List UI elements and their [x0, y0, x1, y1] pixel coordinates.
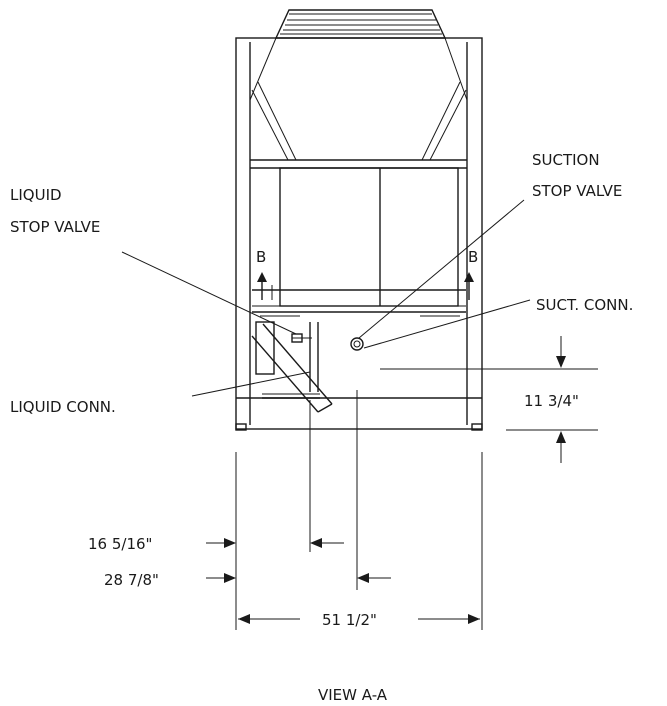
liquid-stop-valve-label-2: STOP VALVE	[10, 218, 100, 236]
compressor-block	[252, 167, 466, 317]
liquid-stop-valve-label-1: LIQUID	[10, 186, 62, 204]
dimension-height: 11 3/4"	[380, 336, 598, 463]
section-marker-left: B	[256, 248, 267, 300]
dimension-height-text: 11 3/4"	[524, 392, 579, 410]
dimension-overall-width: 51 1/2"	[238, 611, 480, 629]
dimension-liquid-offset: 16 5/16"	[88, 430, 344, 553]
liquid-conn-label: LIQUID CONN.	[10, 398, 116, 416]
suction-connection-icon	[350, 337, 364, 351]
dimension-suction-offset-text: 28 7/8"	[104, 571, 159, 589]
section-letter-right: B	[468, 248, 478, 266]
view-title: VIEW A-A	[318, 686, 388, 704]
suction-stop-valve-label-2: STOP VALVE	[532, 182, 622, 200]
suct-conn-label: SUCT. CONN.	[536, 296, 633, 314]
fan-guard	[274, 9, 447, 39]
piping	[251, 321, 364, 430]
dimension-overall-width-text: 51 1/2"	[322, 611, 377, 629]
dimension-baseline	[235, 452, 483, 630]
section-marker-right: B	[464, 248, 478, 300]
cabinet-frame	[235, 37, 483, 431]
suction-stop-valve-label-1: SUCTION	[532, 151, 600, 169]
dimension-liquid-offset-text: 16 5/16"	[88, 535, 152, 553]
dimension-suction-offset: 28 7/8"	[104, 430, 391, 590]
leader-lines	[121, 199, 531, 397]
section-letter-left: B	[256, 248, 266, 266]
